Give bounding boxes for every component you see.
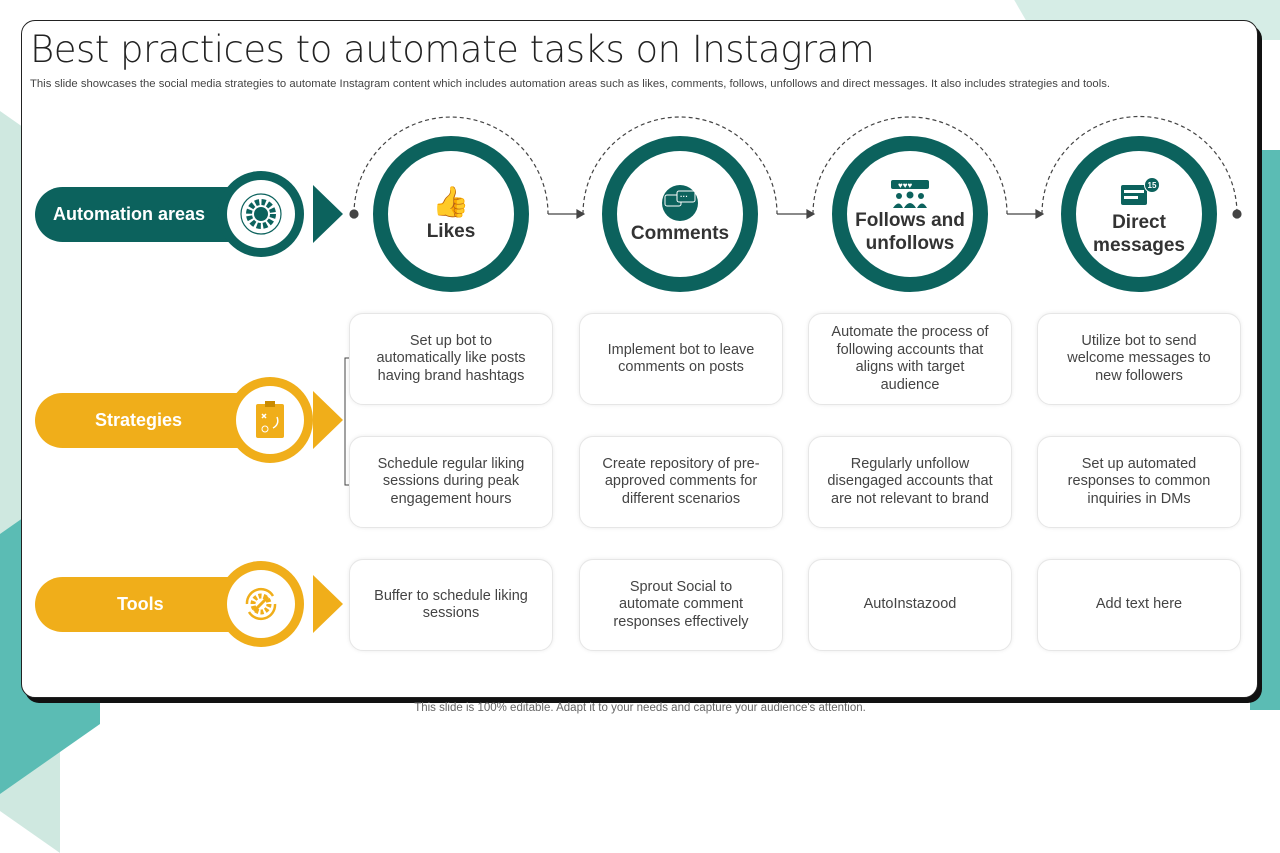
area-follows-unfollows: ♥♥♥ Follows and unfollows [832,136,988,292]
area-label: Likes [426,220,476,242]
notification-badge: 15 [1148,181,1157,190]
arrow-icon [313,185,343,243]
arrow-icon [313,575,343,633]
messages-icon: 15 [1121,177,1160,205]
area-direct-messages: 15 Direct messages [1061,136,1217,292]
footer-note: This slide is 100% editable. Adapt it to… [414,702,866,714]
gear-icon-badge [218,171,304,257]
strategy-card: Utilize bot to send welcome messages to … [1037,313,1241,405]
strategy-card: Automate the process of following accoun… [808,313,1012,405]
area-comments: ··· Comments [602,136,758,292]
arrow-icon [313,391,343,449]
tools-gear-icon [245,587,277,621]
tools-icon-badge [218,561,304,647]
gear-icon [240,193,282,235]
subtitle: This slide showcases the social media st… [30,78,1111,90]
chat-bubbles-icon: ··· [662,184,698,221]
thumbs-up-icon: 👍 [432,185,470,219]
tool-card: Buffer to schedule liking sessions [349,559,553,651]
strategy-board-icon [256,401,284,438]
strategy-card: Set up automated responses to common inq… [1037,436,1241,528]
strategy-card: Schedule regular liking sessions during … [349,436,553,528]
tool-card: Sprout Social to automate comment respon… [579,559,783,651]
strategy-board-icon-badge [227,377,313,463]
svg-text:♥♥♥: ♥♥♥ [898,181,913,190]
area-label: Follows and unfollows [855,210,965,254]
area-label: Direct messages [1093,212,1185,256]
strategy-card: Set up bot to automatically like posts h… [349,313,553,405]
strategy-card: Implement bot to leave comments on posts [579,313,783,405]
area-likes: 👍 Likes [373,136,529,292]
strategy-card: Regularly unfollow disengaged accounts t… [808,436,1012,528]
page-title: Best practices to automate tasks on Inst… [30,28,875,71]
tool-card: Add text here [1037,559,1241,651]
area-label: Comments [630,222,730,244]
svg-text:···: ··· [680,192,688,201]
strategy-card: Create repository of pre-approved commen… [579,436,783,528]
people-icon: ♥♥♥ [891,180,929,208]
tool-card: AutoInstazood [808,559,1012,651]
